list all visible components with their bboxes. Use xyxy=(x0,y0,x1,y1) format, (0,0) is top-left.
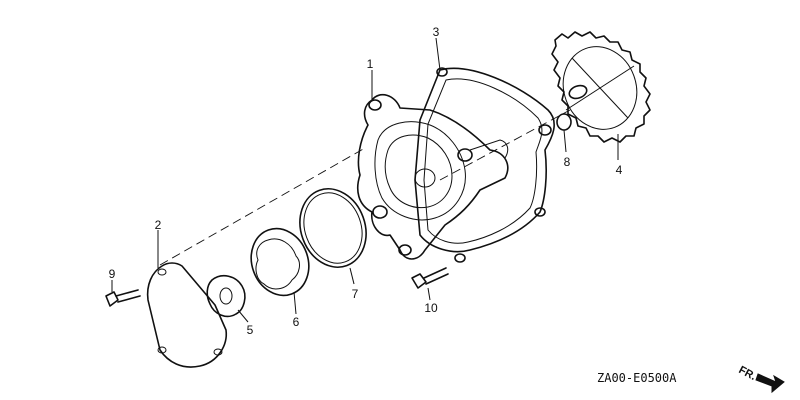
flange-bolt-left xyxy=(105,289,141,307)
washer xyxy=(556,113,572,131)
o-ring xyxy=(299,188,367,268)
callout-10: 10 xyxy=(424,301,438,315)
leader-lines xyxy=(111,37,619,323)
flange-bolt-right xyxy=(411,267,449,289)
diagram-code: ZA00-E0500A xyxy=(597,371,677,385)
gear xyxy=(551,31,651,143)
cover-plate xyxy=(146,262,227,368)
callout-7: 7 xyxy=(352,287,359,301)
callout-9: 9 xyxy=(109,267,116,281)
callout-labels: 1 2 3 4 5 6 7 8 9 10 xyxy=(109,25,623,337)
front-label: FR. xyxy=(737,364,758,383)
inner-rotor xyxy=(206,274,246,318)
callout-2: 2 xyxy=(155,218,162,232)
outer-rotor xyxy=(250,227,310,297)
callout-6: 6 xyxy=(293,315,300,329)
callout-8: 8 xyxy=(564,155,571,169)
callout-5: 5 xyxy=(247,323,254,337)
pump-cover-housing xyxy=(356,93,509,260)
arrow-right-icon xyxy=(755,373,785,394)
assembly-axis xyxy=(159,109,571,266)
gasket xyxy=(414,67,555,263)
callout-3: 3 xyxy=(433,25,440,39)
front-direction-indicator: FR. xyxy=(737,364,785,394)
callout-4: 4 xyxy=(616,163,623,177)
callout-1: 1 xyxy=(367,57,374,71)
